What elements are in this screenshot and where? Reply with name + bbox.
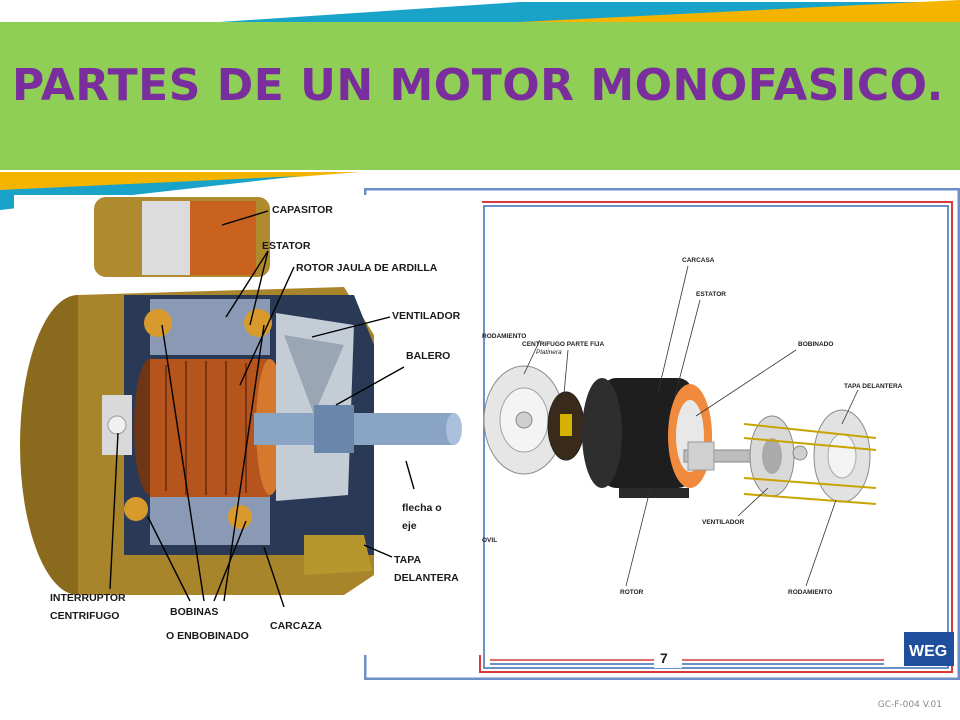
label-rotor: ROTOR xyxy=(620,589,644,596)
weg-logo-text: WEG xyxy=(909,643,947,660)
label-eje: eje xyxy=(402,520,417,532)
centrifugal-switch-plate xyxy=(547,391,585,461)
label-rodamiento-right: RODAMIENTO xyxy=(788,589,832,596)
label-carcasa: CARCASA xyxy=(682,257,715,264)
label-balero: BALERO xyxy=(406,350,450,362)
label-flecha: flecha o xyxy=(402,502,442,514)
label-tapa: TAPA xyxy=(394,554,421,566)
cutaway-view-panel: CAPASITOR ESTATOR ROTOR JAULA DE ARDILLA… xyxy=(14,195,482,655)
cutaway-view-diagram: CAPASITOR ESTATOR ROTOR JAULA DE ARDILLA… xyxy=(20,197,462,642)
label-platinera: Platinera xyxy=(536,349,562,356)
front-cover xyxy=(304,535,372,575)
label-ventilador: VENTILADOR xyxy=(392,310,461,322)
label-delantera: DELANTERA xyxy=(394,572,459,584)
fan xyxy=(749,415,808,497)
label-carcaza: CARCAZA xyxy=(270,620,322,632)
page-footer-bar: 7 WEG xyxy=(490,632,954,668)
leader-lines xyxy=(523,265,859,587)
footer-code: GC-F-004 V.01 xyxy=(877,700,942,710)
label-bobinas: BOBINAS xyxy=(170,606,218,618)
label-ventilador: VENTILADOR xyxy=(702,519,745,526)
label-capasitor: CAPASITOR xyxy=(272,204,333,216)
label-tapa-delantera: TAPA DELANTERA xyxy=(844,383,903,390)
label-movil: OVIL xyxy=(482,537,497,544)
page-number: 7 xyxy=(660,650,668,666)
motor-housing xyxy=(582,378,712,498)
label-rotor-jaula: ROTOR JAULA DE ARDILLA xyxy=(296,262,438,274)
label-centrifugo: CENTRIFUGO xyxy=(50,610,119,622)
label-estator: ESTATOR xyxy=(696,291,726,298)
label-arrows xyxy=(109,210,415,608)
rear-end-shield xyxy=(483,365,565,475)
capacitor xyxy=(94,197,270,277)
label-interruptor: INTERRUPTOR xyxy=(50,592,126,604)
label-estator: ESTATOR xyxy=(262,240,311,252)
label-bobinado: BOBINADO xyxy=(798,341,833,348)
label-centrifugo: CENTRIFUGO PARTE FIJA xyxy=(522,341,605,348)
label-enbobinado: O ENBOBINADO xyxy=(166,630,249,642)
weg-logo xyxy=(904,632,954,666)
tie-rods xyxy=(743,423,877,505)
label-rodamiento-left: RODAMIENTO xyxy=(482,333,526,340)
shaft xyxy=(254,405,462,453)
slide-title: PARTES DE UN MOTOR MONOFASICO. xyxy=(12,60,944,111)
title-banner xyxy=(0,22,960,170)
